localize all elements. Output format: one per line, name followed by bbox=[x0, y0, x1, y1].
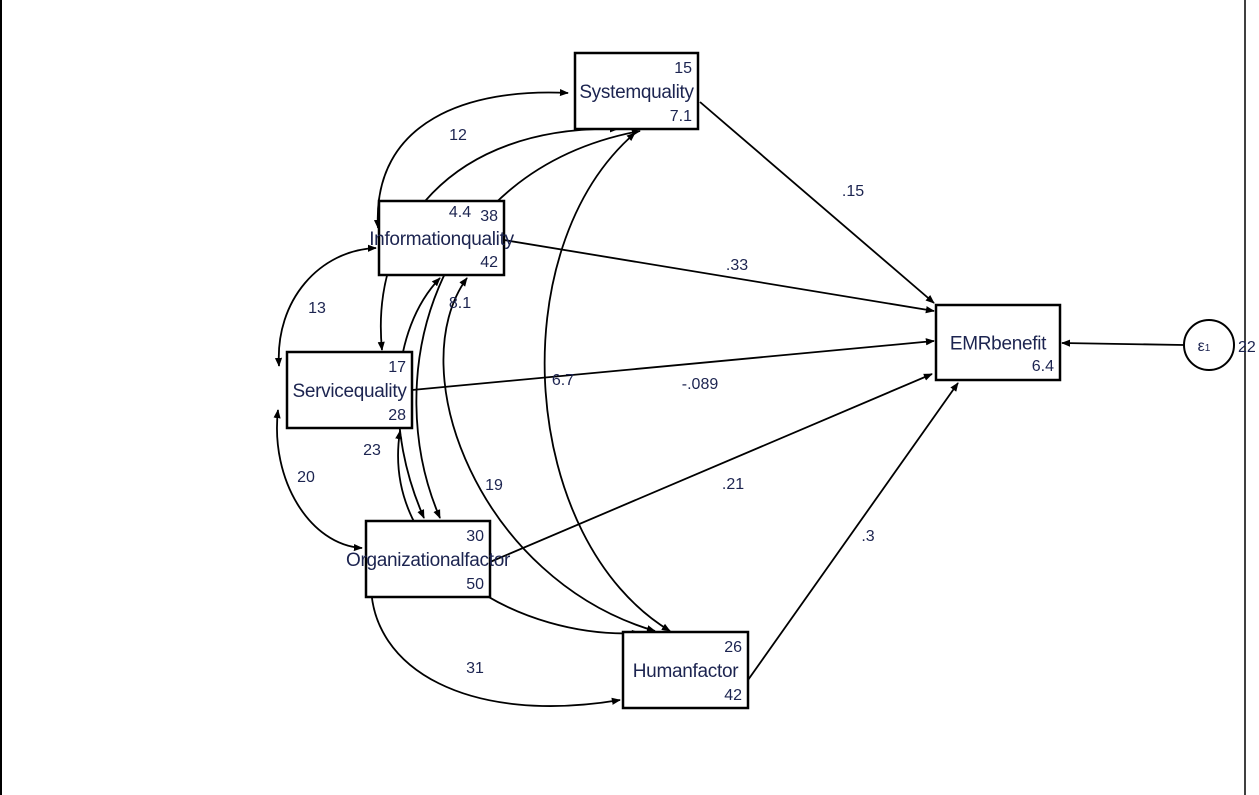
node-box[interactable] bbox=[621, 630, 750, 710]
node-sys[interactable]: Systemquality 15 7.1 bbox=[573, 51, 700, 131]
error-circle[interactable] bbox=[1183, 319, 1235, 371]
node-box[interactable] bbox=[285, 350, 414, 430]
node-hum[interactable]: Humanfactor 26 42 bbox=[621, 630, 750, 710]
node-variance: 28 bbox=[388, 407, 406, 424]
covariance-value: 8.1 bbox=[449, 295, 471, 312]
node-variance: 50 bbox=[466, 576, 484, 593]
error-term-e1[interactable]: ε1 22 bbox=[1183, 319, 1256, 371]
node-name: EMRbenefit bbox=[950, 334, 1047, 355]
path-info-to-emr bbox=[503, 239, 935, 314]
node-box[interactable] bbox=[573, 51, 700, 131]
covariance-sys-org bbox=[415, 128, 641, 519]
node-intercept: 30 bbox=[466, 528, 484, 545]
node-name: Informationquality bbox=[369, 229, 514, 250]
path-coefficient: .33 bbox=[726, 257, 748, 274]
path-e1-to-emr bbox=[1061, 339, 1185, 347]
path-coefficient: .3 bbox=[861, 528, 874, 545]
node-emr[interactable]: EMRbenefit 6.4 bbox=[934, 303, 1062, 382]
node-variance: 42 bbox=[480, 254, 498, 271]
node-intercept: 17 bbox=[388, 359, 406, 376]
node-name: Servicequality bbox=[292, 381, 407, 402]
node-variance: 7.1 bbox=[670, 108, 692, 125]
path-serv-to-emr bbox=[411, 338, 935, 391]
node-name: Systemquality bbox=[579, 82, 694, 103]
node-box[interactable] bbox=[364, 519, 492, 599]
path-sys-to-emr bbox=[699, 101, 935, 304]
path-coefficient: .21 bbox=[722, 476, 744, 493]
covariance-info-serv bbox=[274, 244, 377, 367]
node-intercept: 26 bbox=[724, 639, 742, 656]
node-info[interactable]: Informationquality 38 42 bbox=[369, 199, 515, 277]
covariance-value: 13 bbox=[308, 300, 326, 317]
node-intercept: 15 bbox=[674, 60, 692, 77]
covariance-value: 23 bbox=[363, 442, 381, 459]
error-symbol: ε1 bbox=[1198, 338, 1211, 355]
path-hum-to-emr bbox=[747, 382, 959, 681]
covariance-org-hum bbox=[367, 581, 621, 707]
node-box[interactable] bbox=[377, 199, 506, 277]
node-name: Organizationalfactor bbox=[346, 550, 511, 571]
covariance-serv-org bbox=[273, 409, 363, 552]
covariance-value: 6.7 bbox=[552, 372, 574, 389]
covariance-value: 20 bbox=[297, 469, 315, 486]
covariance-value: 31 bbox=[466, 660, 484, 677]
path-coefficient: .15 bbox=[842, 183, 864, 200]
node-serv[interactable]: Servicequality 17 28 bbox=[285, 350, 414, 430]
covariance-value: 19 bbox=[485, 477, 503, 494]
node-intercept: 6.4 bbox=[1032, 358, 1054, 375]
covariance-value: 4.4 bbox=[449, 204, 471, 221]
covariance-value: 12 bbox=[449, 127, 467, 144]
node-org[interactable]: Organizationalfactor 30 50 bbox=[346, 519, 511, 599]
node-box[interactable] bbox=[934, 303, 1062, 382]
error-variance: 22 bbox=[1238, 339, 1256, 356]
node-name: Humanfactor bbox=[633, 661, 739, 682]
path-coefficient: -.089 bbox=[682, 376, 719, 393]
node-intercept: 38 bbox=[480, 208, 498, 225]
node-variance: 42 bbox=[724, 687, 742, 704]
